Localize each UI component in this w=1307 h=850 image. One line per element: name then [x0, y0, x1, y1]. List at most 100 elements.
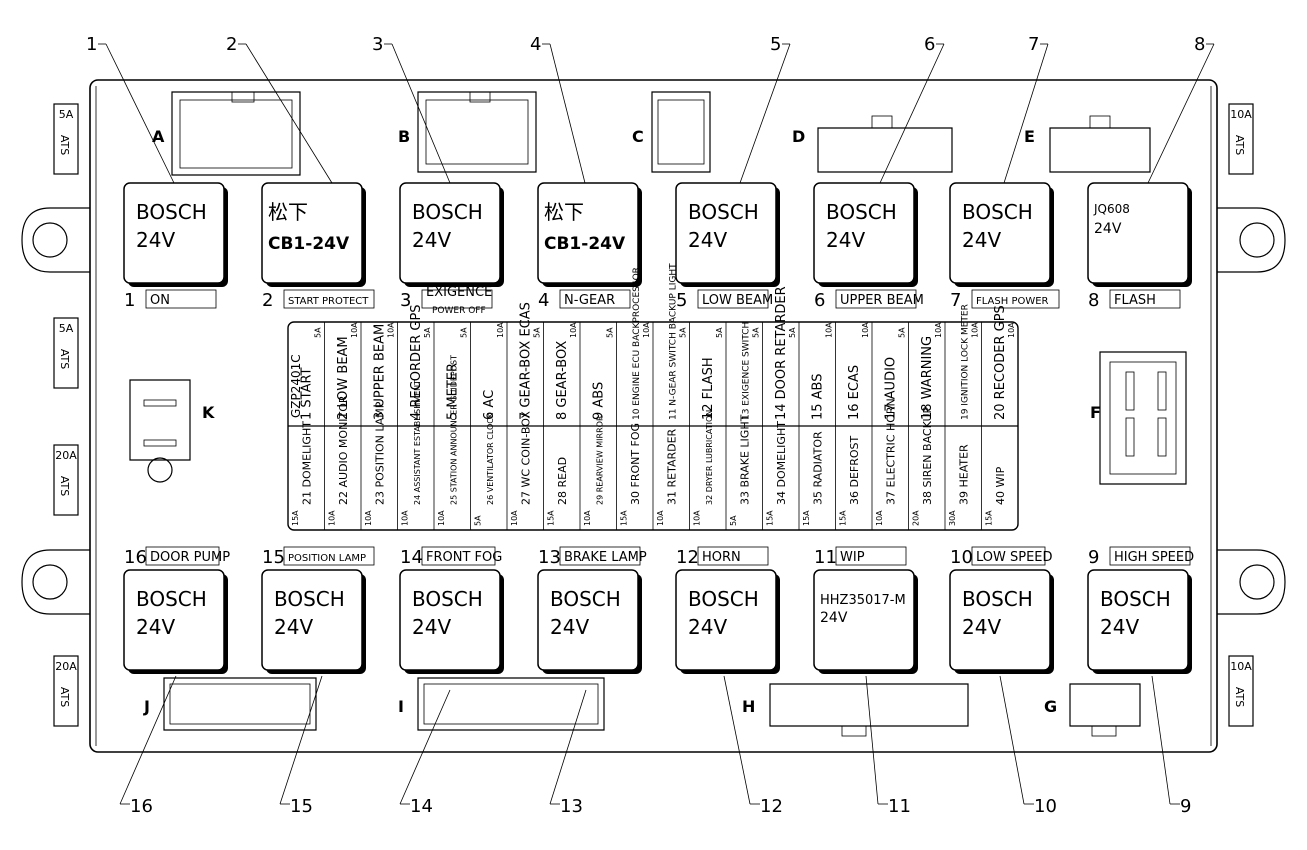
callout-number: 5 — [770, 34, 781, 55]
connector-label: H — [742, 697, 755, 716]
relay-number: 8 — [1088, 290, 1099, 311]
fuse-top-label: 20 RECODER GPS — [993, 305, 1008, 420]
relay-label: EXIGENCE — [426, 285, 492, 300]
fuse-bottom-label: 32 DRYER LUBRICATION — [705, 410, 714, 505]
side-fuse-ll: 20A ATS — [53, 444, 79, 516]
connector-label: F — [1090, 403, 1101, 422]
relay-body — [949, 182, 1051, 284]
fuse-bottom-rating: 5A — [474, 515, 483, 526]
side-fuse-rating: 20A — [55, 660, 77, 673]
fuse-top-label: 14 DOOR RETARDER — [774, 286, 789, 420]
connector-label: C — [632, 127, 644, 146]
callout-leader — [105, 43, 175, 184]
fuse-top-rating: 5A — [423, 327, 432, 338]
relay-label: UPPER BEAM — [840, 293, 924, 308]
relay-voltage: 24V — [550, 615, 589, 639]
fuse-bottom-label: 35 RADIATOR — [812, 431, 825, 505]
callout-leader — [723, 675, 751, 805]
fuse-bottom-label: 33 BRAKE LIGHT — [739, 414, 752, 505]
relay-brand: BOSCH — [136, 587, 207, 611]
relay-label-box — [145, 546, 220, 566]
relay-voltage: 24V — [962, 615, 1001, 639]
fuse-top-rating: 5A — [752, 327, 761, 338]
callout-number: 1 — [86, 34, 97, 55]
fuse-bottom-rating: 10A — [437, 510, 446, 526]
side-fuse-br: 10A ATS — [1228, 655, 1254, 727]
callout-leader — [1151, 675, 1171, 805]
side-fuse-rating: 5A — [59, 322, 74, 335]
side-fuse-type: ATS — [1233, 135, 1246, 155]
relay-model: CB1-24V — [268, 234, 350, 254]
relay-body — [537, 569, 639, 671]
relay-body — [813, 182, 915, 284]
fuse-top-rating: 5A — [460, 327, 469, 338]
callout-15: 15 — [279, 675, 323, 817]
relay-voltage: 24V — [688, 228, 727, 252]
relay-number: 13 — [538, 547, 561, 568]
relay-brand: BOSCH — [274, 587, 345, 611]
fuse-top-rating: 5A — [898, 327, 907, 338]
fuse-top-label: 17 AUDIO — [884, 357, 899, 420]
fuse-top-rating: 10A — [934, 322, 943, 338]
callout-number: 7 — [1028, 34, 1039, 55]
relay-label: LOW BEAM — [702, 293, 773, 308]
relay-voltage: 24V — [820, 610, 848, 626]
fuse-top-label: 6 AC — [482, 390, 497, 420]
relay-body — [261, 182, 363, 284]
relay-body — [123, 569, 225, 671]
callout-number: 2 — [226, 34, 237, 55]
connector-label: G — [1044, 697, 1057, 716]
callout-number: 3 — [372, 34, 383, 55]
callout-number: 8 — [1194, 34, 1205, 55]
fuse-top-rating: 5A — [606, 327, 615, 338]
relay-number: 7 — [950, 290, 961, 311]
fuse-top-rating: 10A — [1007, 322, 1016, 338]
relay-label: N-GEAR — [564, 293, 615, 308]
relay-number: 1 — [124, 290, 135, 311]
relay-voltage: 24V — [962, 228, 1001, 252]
relay-voltage: 24V — [274, 615, 313, 639]
fuse-bottom-label: 31 RETARDER — [666, 428, 679, 505]
relay-label-box — [835, 546, 907, 566]
relay-body — [1087, 182, 1189, 284]
callout-5: 5 — [739, 34, 791, 184]
relay-label: HORN — [702, 550, 741, 565]
relay-label-box — [559, 546, 641, 566]
fuse-bottom-rating: 10A — [364, 510, 373, 526]
callout-16: 16 — [119, 675, 177, 817]
fuse-bottom-rating: 10A — [875, 510, 884, 526]
callout-4: 4 — [530, 34, 586, 184]
fuse-top-rating: 5A — [533, 327, 542, 338]
fuse-bottom-rating: 5A — [729, 515, 738, 526]
fuse-bottom-label: 29 REARVIEW MIRROR — [596, 415, 605, 505]
connector-g: G — [1044, 683, 1141, 737]
fuse-bottom-label: 39 HEATER — [958, 444, 971, 505]
fuse-bottom-rating: 10A — [401, 510, 410, 526]
callout-leader — [999, 675, 1025, 805]
fuse-top-rating: 10A — [971, 322, 980, 338]
relay-label-box — [145, 289, 217, 309]
fuse-top-label: 4 RECORDER GPS — [409, 304, 424, 420]
relay-body — [949, 569, 1051, 671]
relay-voltage: 24V — [412, 615, 451, 639]
relay-model: HHZ35017-M — [820, 593, 906, 608]
relay-number: 15 — [262, 547, 285, 568]
callout-number: 12 — [760, 796, 783, 817]
callout-number: 16 — [130, 796, 153, 817]
relay-brand: 松下 — [268, 200, 308, 224]
fuse-bottom-rating: 20A — [912, 510, 921, 526]
relay-number: 2 — [262, 290, 273, 311]
side-fuse-rating: 20A — [55, 449, 77, 462]
relay-label-box — [421, 289, 493, 309]
fuse-bottom-rating: 10A — [510, 510, 519, 526]
fuse-top-rating: 5A — [314, 327, 323, 338]
fuse-top-rating: 10A — [496, 322, 505, 338]
